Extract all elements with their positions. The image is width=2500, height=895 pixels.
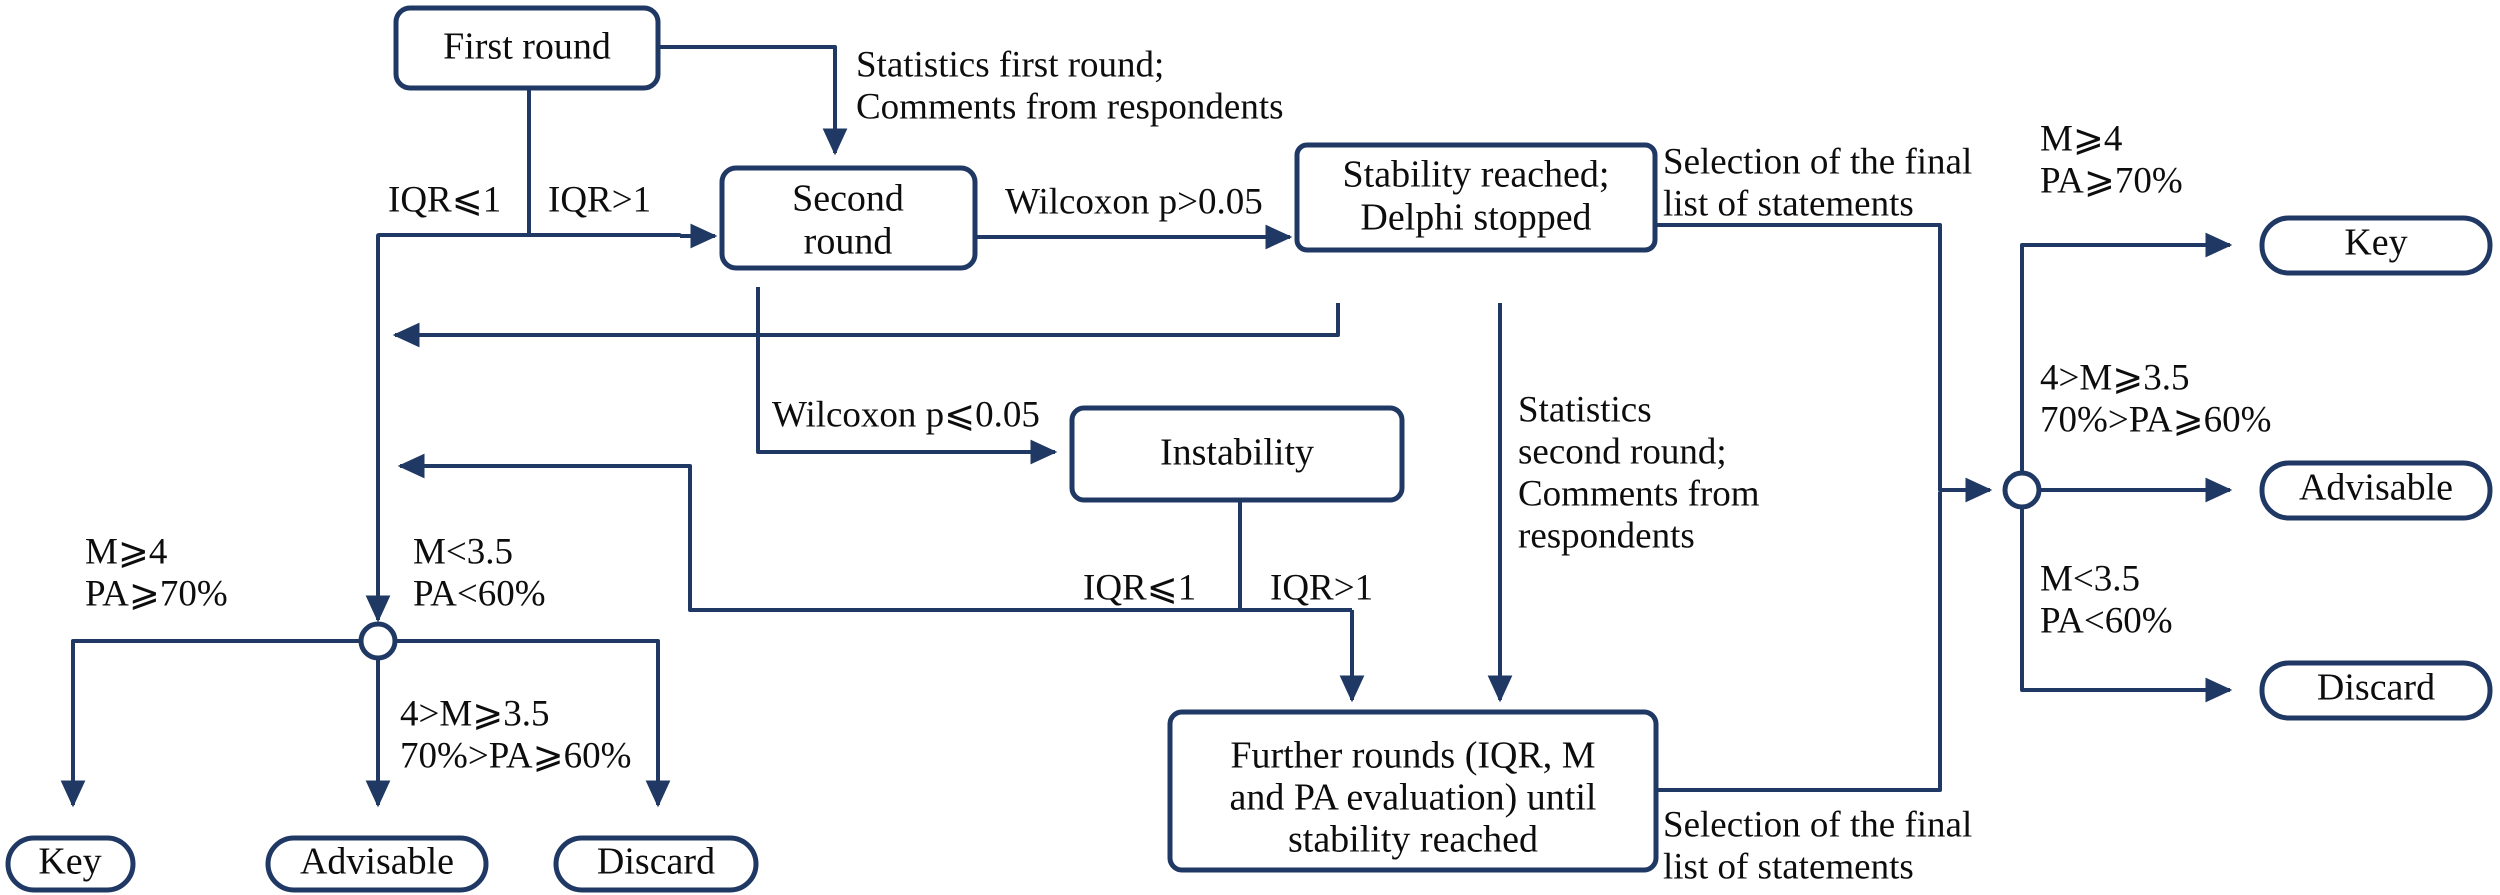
node-first-round[interactable]: First round xyxy=(393,5,661,91)
node-second-round-label-line2: round xyxy=(804,221,893,263)
edge-iqr-gt1-to-second-round xyxy=(680,223,718,249)
node-discard-right-label: Discard xyxy=(2317,667,2435,709)
node-advisable-right[interactable]: Advisable xyxy=(2259,460,2493,521)
edge-instability-iqr-le1-left xyxy=(397,453,1130,612)
label-statistics-first-round-line1: Statistics first round; xyxy=(856,44,1164,85)
label-iqr-gt1-bottom-text: IQR>1 xyxy=(1270,567,1373,608)
edge-right-junction-key xyxy=(2020,232,2233,472)
label-selection-final-bottom-line2: list of statements xyxy=(1663,846,1914,887)
label-statistics-second-round-line2: second round; xyxy=(1518,431,1727,472)
label-right-key-condition: M⩾4 PA⩾70% xyxy=(2040,118,2183,201)
label-left-key-line1: M⩾4 xyxy=(85,531,167,572)
node-second-round[interactable]: Second round xyxy=(719,165,978,271)
label-right-discard-line1: M<3.5 xyxy=(2040,558,2140,599)
edge-right-junction-discard xyxy=(2020,508,2233,703)
node-stability-label-line1: Stability reached; xyxy=(1343,154,1610,196)
label-left-discard-line2: PA<60% xyxy=(413,573,546,614)
label-statistics-first-round: Statistics first round; Comments from re… xyxy=(856,44,1284,127)
edge-left-junction-discard xyxy=(396,639,671,808)
label-right-advisable-condition: 4>M⩾3.5 70%>PA⩾60% xyxy=(2040,357,2271,440)
node-stability-label-line2: Delphi stopped xyxy=(1360,197,1591,239)
label-left-key-line2: PA⩾70% xyxy=(85,573,228,614)
node-instability[interactable]: Instability xyxy=(1069,405,1405,503)
node-discard-left[interactable]: Discard xyxy=(553,835,759,893)
label-selection-final-bottom-line1: Selection of the final xyxy=(1663,804,1972,845)
edge-first-round-split xyxy=(376,88,682,252)
node-key-left[interactable]: Key xyxy=(5,835,136,893)
label-wilcoxon-le-text: Wilcoxon p⩽0.05 xyxy=(772,394,1040,435)
junction-left xyxy=(358,621,398,661)
label-selection-final-top-line2: list of statements xyxy=(1663,183,1914,224)
label-right-key-line1: M⩾4 xyxy=(2040,118,2122,159)
label-left-key-condition: M⩾4 PA⩾70% xyxy=(85,531,228,614)
label-iqr-le1-top-text: IQR⩽1 xyxy=(388,179,501,220)
edge-stability-back-to-left xyxy=(392,303,1340,348)
label-left-discard-condition: M<3.5 PA<60% xyxy=(413,531,546,614)
label-wilcoxon-le: Wilcoxon p⩽0.05 xyxy=(772,394,1040,435)
edge-first-to-second-stats xyxy=(658,45,848,156)
node-key-left-label: Key xyxy=(38,841,101,883)
node-discard-left-label: Discard xyxy=(597,841,715,883)
label-iqr-gt1-bottom: IQR>1 xyxy=(1270,567,1373,608)
node-further-rounds-label-line1: Further rounds (IQR, M xyxy=(1230,735,1595,777)
label-iqr-le1-bottom: IQR⩽1 xyxy=(1083,567,1196,608)
label-selection-final-top-line1: Selection of the final xyxy=(1663,141,1972,182)
node-instability-label: Instability xyxy=(1160,432,1314,474)
label-iqr-le1-bottom-text: IQR⩽1 xyxy=(1083,567,1196,608)
label-left-discard-line1: M<3.5 xyxy=(413,531,513,572)
label-selection-final-bottom: Selection of the final list of statement… xyxy=(1663,804,1972,887)
node-first-round-label: First round xyxy=(443,26,611,68)
label-right-discard-line2: PA<60% xyxy=(2040,600,2173,641)
node-discard-right[interactable]: Discard xyxy=(2259,660,2493,721)
edge-further-to-right-junction xyxy=(1655,492,1942,792)
node-second-round-label-line1: Second xyxy=(792,178,904,220)
label-left-advisable-line1: 4>M⩾3.5 xyxy=(400,693,550,734)
label-selection-final-top: Selection of the final list of statement… xyxy=(1663,141,1972,224)
node-further-rounds-label-line2: and PA evaluation) until xyxy=(1230,777,1597,819)
label-iqr-gt1-top: IQR>1 xyxy=(548,179,651,220)
node-stability-reached[interactable]: Stability reached; Delphi stopped xyxy=(1294,142,1658,253)
node-key-right-label: Key xyxy=(2344,222,2407,264)
label-right-discard-condition: M<3.5 PA<60% xyxy=(2040,558,2173,641)
label-statistics-second-round-line4: respondents xyxy=(1518,515,1695,556)
label-statistics-second-round-line3: Comments from xyxy=(1518,473,1760,514)
node-further-rounds-label-line3: stability reached xyxy=(1288,819,1538,861)
edge-left-junction-key xyxy=(60,639,360,808)
edge-stability-to-right-junction xyxy=(1655,223,1993,503)
label-statistics-second-round-line1: Statistics xyxy=(1518,389,1652,430)
label-wilcoxon-gt-text: Wilcoxon p>0.05 xyxy=(1005,181,1263,222)
node-key-right[interactable]: Key xyxy=(2259,215,2493,276)
label-right-advisable-line1: 4>M⩾3.5 xyxy=(2040,357,2190,398)
label-right-key-line2: PA⩾70% xyxy=(2040,160,2183,201)
junction-right xyxy=(2002,470,2042,510)
label-statistics-first-round-line2: Comments from respondents xyxy=(856,86,1284,127)
label-wilcoxon-gt: Wilcoxon p>0.05 xyxy=(1005,181,1263,222)
edge-second-to-instability xyxy=(756,287,1058,465)
edge-instability-split xyxy=(1130,500,1352,612)
label-iqr-le1-top: IQR⩽1 xyxy=(388,179,501,220)
label-left-advisable-line2: 70%>PA⩾60% xyxy=(400,735,631,776)
label-statistics-second-round: Statistics second round; Comments from r… xyxy=(1518,389,1760,556)
node-further-rounds[interactable]: Further rounds (IQR, M and PA evaluation… xyxy=(1167,709,1659,873)
label-right-advisable-line2: 70%>PA⩾60% xyxy=(2040,399,2271,440)
label-iqr-gt1-top-text: IQR>1 xyxy=(548,179,651,220)
node-advisable-right-label: Advisable xyxy=(2299,467,2453,509)
node-advisable-left[interactable]: Advisable xyxy=(265,835,489,893)
label-left-advisable-condition: 4>M⩾3.5 70%>PA⩾60% xyxy=(400,693,631,776)
node-advisable-left-label: Advisable xyxy=(300,841,454,883)
